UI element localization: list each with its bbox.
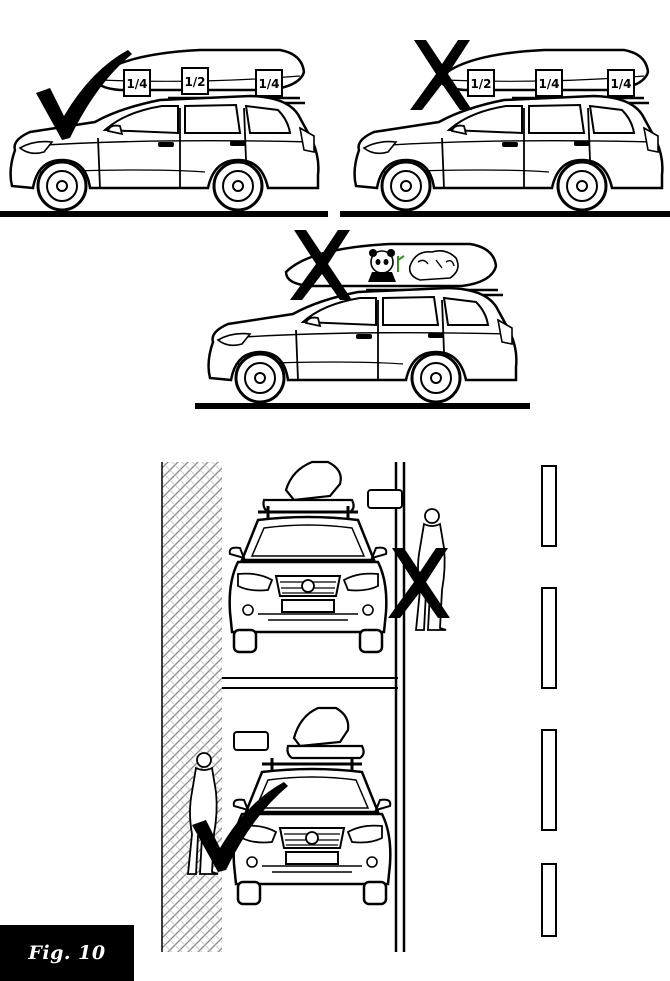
wall-hatched xyxy=(162,462,222,952)
open-roof-box-lower xyxy=(294,708,348,746)
load-tag-wrong-1: 1/2 xyxy=(468,70,494,96)
lane-dash xyxy=(542,730,556,830)
car-front-view xyxy=(230,506,387,652)
load-tag-correct-3: 1/4 xyxy=(256,70,282,96)
lane-dash xyxy=(542,864,556,936)
load-tag-wrong-3: 1/4 xyxy=(608,70,634,96)
load-tag-correct-1: 1/4 xyxy=(124,70,150,96)
ground-line xyxy=(340,211,670,217)
car-front-view xyxy=(234,758,391,904)
open-roof-box-upper xyxy=(286,462,341,500)
panel-wrong-load: 1/2 1/4 1/4 xyxy=(340,40,670,217)
front-view-car-upper xyxy=(230,462,387,652)
car-side-view-overloaded xyxy=(209,288,517,402)
load-fraction-wrong-3: 1/4 xyxy=(610,77,631,91)
car-side-view-wrong xyxy=(355,96,663,210)
lane-dash xyxy=(542,588,556,688)
load-fraction-correct-1: 1/4 xyxy=(126,77,147,91)
panda-cartoon-icon xyxy=(368,249,396,282)
animal-cartoon-icon xyxy=(410,251,458,280)
panel-overloaded-box xyxy=(195,230,530,409)
ground-line xyxy=(0,211,328,217)
panel-correct-load: 1/4 1/2 1/4 xyxy=(0,50,328,217)
load-tag-correct-2: 1/2 xyxy=(182,68,208,94)
figure-label: Fig. 10 xyxy=(28,942,105,964)
ground-line xyxy=(195,403,530,409)
load-fraction-wrong-1: 1/2 xyxy=(470,77,491,91)
load-fraction-correct-2: 1/2 xyxy=(184,75,205,89)
load-fraction-correct-3: 1/4 xyxy=(258,77,279,91)
panel-loading-side xyxy=(162,462,556,952)
load-tag-wrong-2: 1/4 xyxy=(536,70,562,96)
load-fraction-wrong-2: 1/4 xyxy=(538,77,559,91)
lane-dash xyxy=(542,466,556,546)
figure-label-box: Fig. 10 xyxy=(0,925,134,981)
